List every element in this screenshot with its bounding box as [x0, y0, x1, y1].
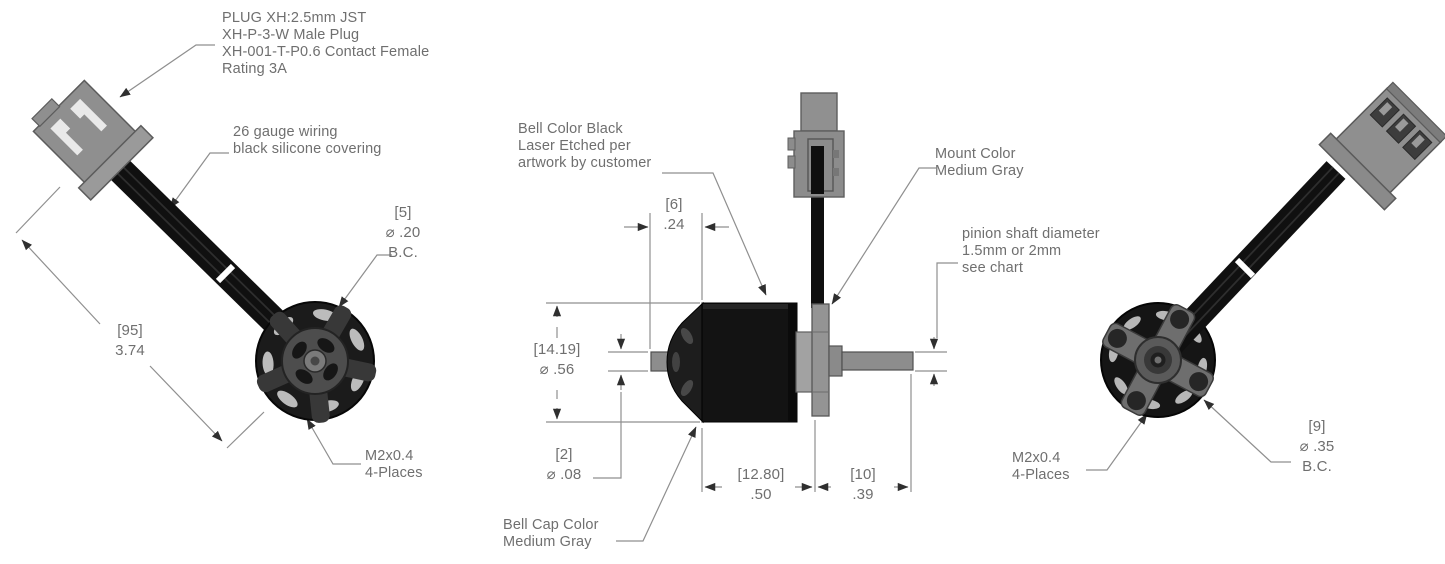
front-shaft-diameter-dim: [2] ⌀ .08 — [546, 446, 582, 483]
front-bolt-circle-dim: [5] ⌀ .20 B.C. — [385, 204, 421, 261]
mount-plate — [811, 303, 830, 417]
rear-shaft — [841, 351, 914, 371]
rear-view — [1086, 81, 1445, 471]
motor-rear-face — [1100, 161, 1346, 418]
rear-shaft-length-dim: [10] .39 — [850, 466, 876, 503]
leader-wiring — [169, 152, 229, 209]
leader-rear-bolt-circle — [1203, 399, 1291, 463]
wire-length-dim: [95] 3.74 — [115, 322, 145, 359]
leader-front-screws — [306, 418, 361, 465]
bell-cap-color-note: Bell Cap Color Medium Gray — [503, 517, 599, 551]
motor-side-assembly — [650, 301, 914, 424]
leader-rear-screws — [1086, 413, 1148, 471]
rear-screws-note: M2x0.4 4-Places — [1012, 450, 1070, 484]
bell-body — [701, 302, 798, 423]
rotor-hub — [795, 331, 814, 393]
mount-color-note: Mount Color Medium Gray — [935, 146, 1024, 180]
wiring-note: 26 gauge wiring black silicone covering — [233, 124, 382, 158]
front-screws-note: M2x0.4 4-Places — [365, 448, 423, 482]
pinion-shaft-note: pinion shaft diameter 1.5mm or 2mm see c… — [962, 226, 1100, 277]
bell-cap — [666, 301, 704, 424]
jst-plug-rear — [1318, 81, 1445, 211]
bell-diameter-dim: [14.19] ⌀ .56 — [533, 341, 581, 378]
dimension-pinion-diameter — [915, 262, 958, 386]
leader-bell-color — [662, 172, 767, 296]
mount-cross — [1102, 304, 1214, 416]
dimension-bell-length — [701, 420, 816, 492]
dimension-front-shaft-diameter — [593, 334, 648, 479]
shaft-protrusion-dim: [6] .24 — [663, 196, 685, 233]
bell-length-dim: [12.80] .50 — [737, 466, 785, 503]
dimension-bell-diameter — [546, 302, 700, 423]
dimension-shaft-protrusion — [624, 213, 729, 349]
rear-bolt-circle-dim: [9] ⌀ .35 B.C. — [1299, 418, 1335, 475]
leader-bell-cap-color — [616, 426, 697, 542]
front-view — [15, 44, 392, 465]
dimension-rear-shaft-length — [817, 374, 912, 492]
bell-color-note: Bell Color Black Laser Etched per artwor… — [518, 121, 652, 172]
jst-plug-side — [787, 92, 845, 198]
plug-spec-note: PLUG XH:2.5mm JST XH-P-3-W Male Plug XH-… — [222, 10, 430, 78]
jst-plug-front — [31, 79, 154, 201]
motor-front-face — [255, 301, 377, 423]
pinion-collar — [828, 345, 843, 377]
side-view — [546, 92, 958, 542]
leader-mount-color — [831, 167, 936, 305]
leader-plug-spec — [119, 44, 215, 98]
dimension-wire-length — [15, 186, 265, 449]
leader-front-bolt-circle — [338, 254, 392, 308]
